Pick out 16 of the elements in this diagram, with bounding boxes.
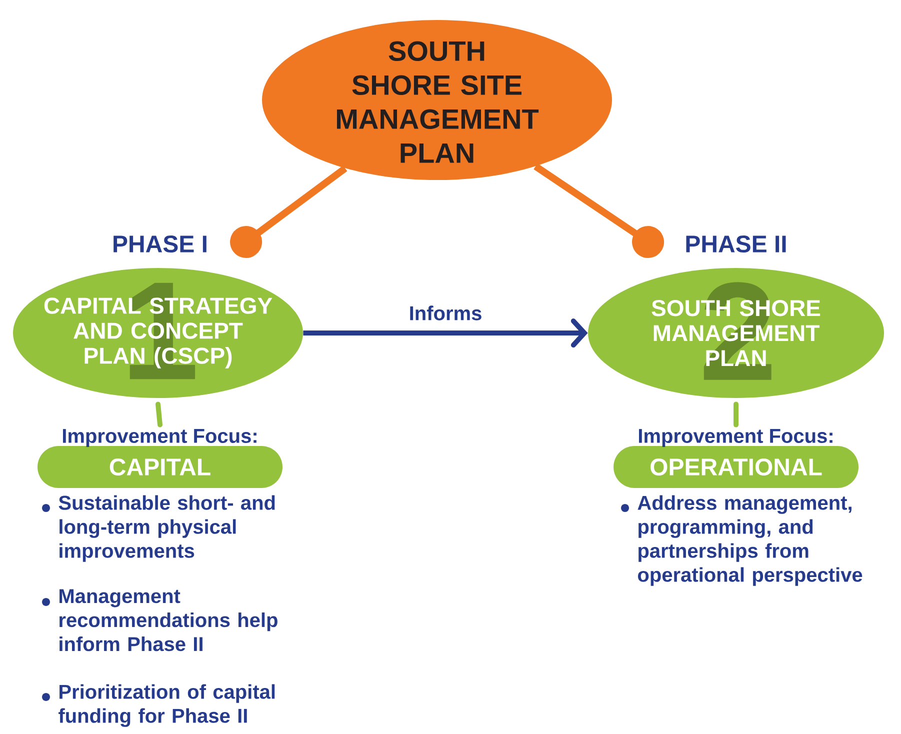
edge-label: Informs	[408, 304, 484, 322]
focus-heading: Improvement Focus:	[63, 429, 256, 447]
connector-line	[534, 163, 664, 258]
arrow	[303, 318, 588, 348]
bullet-item: Address management, programming, and partnerships from operational perspective	[621, 495, 862, 586]
phase-label: PHASE II	[686, 236, 786, 252]
bullet-item: Sustainable short- and long-term physical improvements	[42, 495, 275, 562]
bullet-item: Prioritization of capital funding for Phase II	[42, 684, 275, 727]
focus-heading: Improvement Focus:	[639, 429, 832, 447]
focus-pill: CAPITAL	[38, 446, 282, 488]
bullet-item: Management recommendations help inform Phase II	[42, 589, 278, 652]
connector-line	[734, 402, 739, 428]
connector-line	[230, 165, 348, 258]
phase-label: PHASE I	[114, 236, 206, 252]
connector-line	[156, 402, 162, 428]
focus-pill: OPERATIONAL	[614, 446, 859, 488]
